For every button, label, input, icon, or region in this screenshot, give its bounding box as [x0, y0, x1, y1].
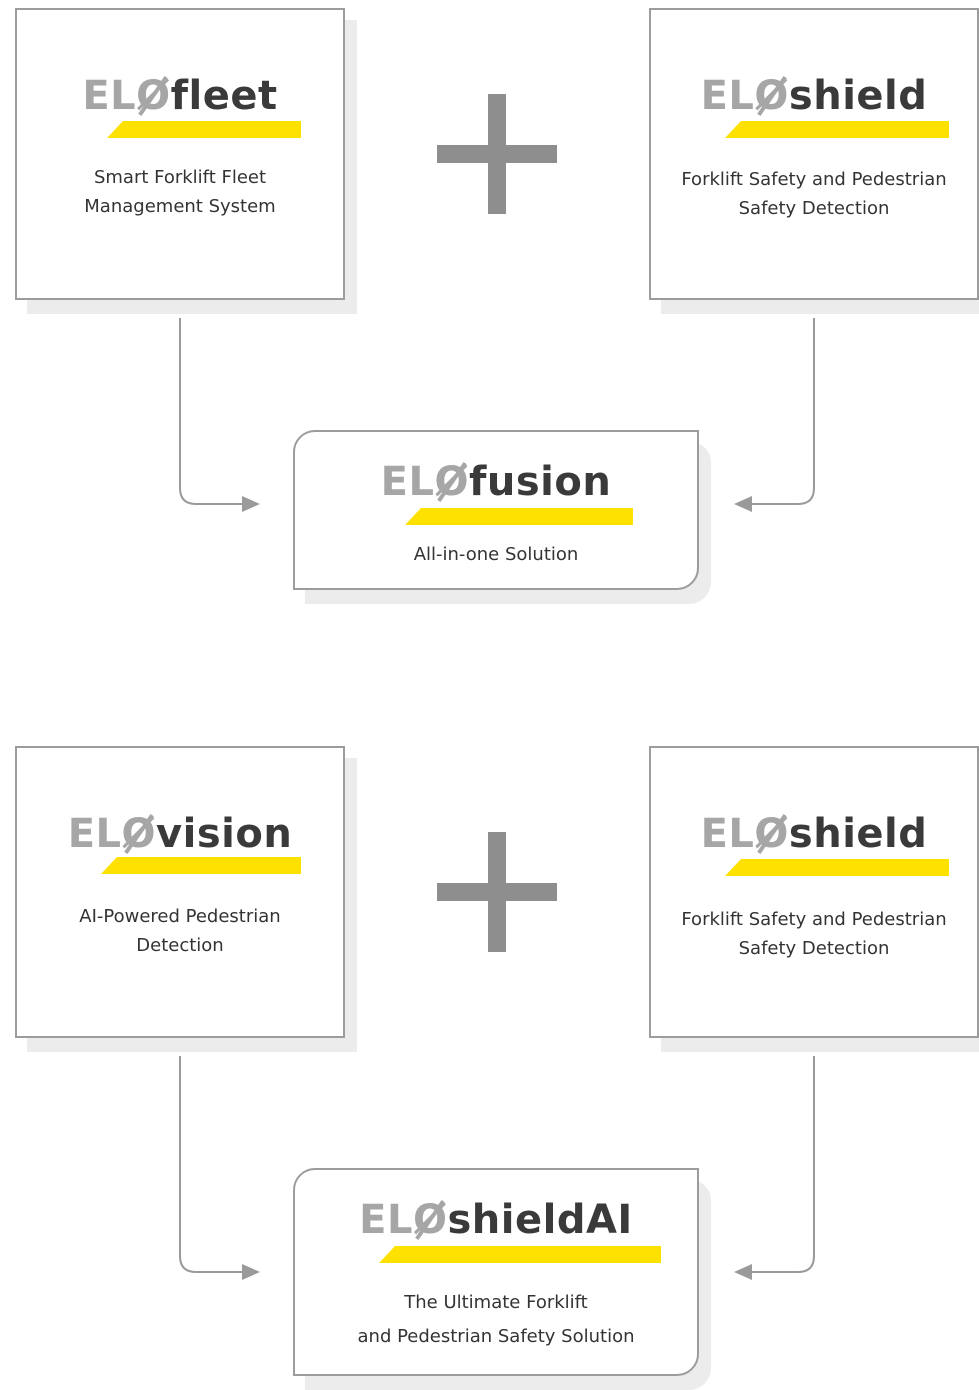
- slashed-o-glyph: Ø: [412, 1197, 448, 1243]
- card-description: The Ultimate Forklift and Pedestrian Saf…: [357, 1292, 635, 1347]
- card-description: Smart Forklift Fleet Management System: [84, 167, 276, 217]
- slashed-o-glyph: Ø: [121, 811, 157, 857]
- arrow-left-icon: [734, 496, 752, 512]
- card-description: AI-Powered Pedestrian Detection: [79, 906, 281, 956]
- slashed-o-glyph: Ø: [754, 73, 789, 119]
- logo-underline-bar: [725, 859, 949, 876]
- slashed-o-glyph: Ø: [754, 811, 789, 857]
- arrow-left-icon: [734, 1264, 752, 1280]
- logo-eloshield: ELØshield: [700, 811, 928, 857]
- slashed-o-glyph: Ø: [136, 73, 171, 119]
- logo-underline-bar: [379, 1246, 661, 1263]
- plus-icon: [437, 94, 557, 214]
- card-elofusion: ELØfusion All-in-one Solution: [293, 430, 711, 604]
- arrow-right-icon: [242, 1264, 260, 1280]
- logo-underline-bar: [101, 857, 301, 874]
- plus-icon: [437, 832, 557, 952]
- logo-underline-bar: [725, 121, 949, 138]
- card-description: Forklift Safety and Pedestrian Safety De…: [681, 909, 947, 959]
- slashed-o-glyph: Ø: [434, 459, 469, 505]
- card-eloshieldai: ELØshieldAI The Ultimate Forklift and Pe…: [293, 1168, 711, 1390]
- logo-underline-bar: [405, 508, 633, 525]
- connector-vision-to-shieldai: [179, 1056, 244, 1273]
- card-eloshield: ELØshield Forklift Safety and Pedestrian…: [649, 8, 979, 314]
- connector-shield-to-shieldai: [750, 1056, 815, 1273]
- logo-elofleet: ELØfleet: [82, 73, 278, 119]
- logo-elovision: ELØvision: [67, 811, 293, 857]
- connector-shield-to-fusion: [750, 318, 815, 505]
- card-elovision: ELØvision AI-Powered Pedestrian Detectio…: [15, 746, 357, 1052]
- logo-eloshield: ELØshield: [700, 73, 928, 119]
- arrow-right-icon: [242, 496, 260, 512]
- logo-eloshieldai: ELØshieldAI: [359, 1197, 633, 1243]
- connector-fleet-to-fusion: [179, 318, 244, 505]
- card-eloshield: ELØshield Forklift Safety and Pedestrian…: [649, 746, 979, 1052]
- logo-underline-bar: [107, 121, 301, 138]
- card-elofleet: ELØfleet Smart Forklift Fleet Management…: [15, 8, 357, 314]
- logo-elofusion: ELØfusion: [380, 459, 612, 505]
- card-description: All-in-one Solution: [413, 544, 579, 565]
- card-description: Forklift Safety and Pedestrian Safety De…: [681, 169, 947, 219]
